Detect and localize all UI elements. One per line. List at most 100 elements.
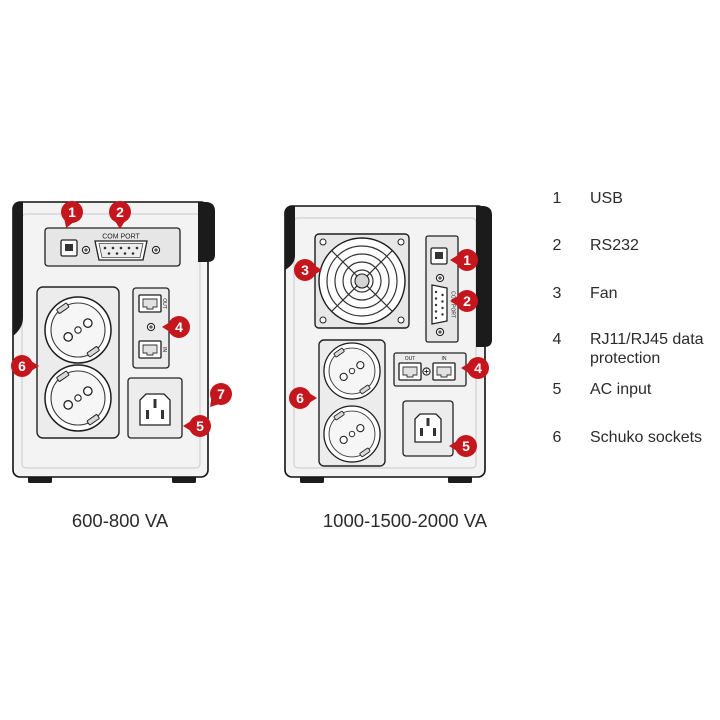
callout-circle (109, 201, 131, 223)
fan-hub (354, 273, 370, 289)
com-port (431, 284, 448, 325)
inlet-pin (146, 410, 149, 419)
callout-number: 3 (301, 262, 309, 278)
schuko-socket-lower (323, 405, 381, 463)
legend-label: AC input (590, 381, 652, 398)
callout-number: 5 (462, 438, 470, 454)
callout-usb: 1 (61, 201, 83, 228)
rj-in-label: IN (161, 347, 167, 352)
rj-protection-panel: OUT IN (393, 352, 467, 387)
com-pin (135, 246, 139, 250)
com-port-pins (103, 246, 139, 255)
com-pin (103, 246, 107, 250)
com-port-label: COM PORT (102, 234, 140, 241)
usb-port-tongue (435, 252, 443, 259)
ac-input (127, 377, 183, 439)
callout-pointer (309, 393, 317, 403)
com-pin (441, 300, 444, 303)
inlet-pin (420, 428, 423, 436)
callout-rs232: 2 (450, 290, 478, 312)
com-pin (434, 310, 438, 313)
com-pin (107, 252, 111, 255)
callout-circle (189, 415, 211, 437)
com-pin (123, 252, 127, 255)
com-pin (127, 246, 131, 250)
com-pin (434, 303, 438, 307)
legend-label: USB (590, 190, 623, 207)
callout-circle (61, 201, 83, 223)
legend-number: 2 (553, 237, 562, 254)
ups-600-800va-rear: COM PORT OUT IN 1 (11, 201, 232, 531)
rj-out-label: OUT (405, 356, 416, 362)
legend-label: Schuko sockets (590, 429, 702, 446)
com-pin (111, 246, 115, 250)
callout-circle (456, 290, 478, 312)
legend-label: RJ11/RJ45 data (590, 331, 704, 348)
callout-circle (294, 259, 316, 281)
callout-circle (168, 316, 190, 338)
legend-label-continued: protection (590, 350, 660, 367)
inlet-earth-pin (426, 418, 430, 426)
callout-pointer (450, 296, 458, 306)
callout-circle (289, 387, 311, 409)
callout-circle (11, 355, 33, 377)
callout-circle (210, 383, 232, 405)
com-port-label: COM PORT (450, 291, 456, 318)
callout-pointer (461, 363, 469, 373)
legend-label: Fan (590, 285, 618, 302)
callout-number: 2 (116, 204, 124, 220)
cooling-fan (314, 233, 410, 329)
device-caption: 600-800 VA (72, 510, 169, 531)
legend-number: 5 (553, 381, 562, 398)
callout-number: 6 (18, 358, 26, 374)
callout-ac-input: 5 (449, 435, 477, 457)
fan-mount-hole (397, 238, 405, 246)
com-pin (434, 316, 438, 320)
rj-port-in (432, 362, 456, 381)
com-pin (131, 252, 135, 255)
usb-port-tongue (65, 244, 73, 251)
inlet-pin (161, 410, 164, 419)
port-plate: COM PORT (425, 235, 459, 343)
usb-port (430, 247, 448, 265)
callout-fan: 3 (294, 259, 322, 281)
callout-number: 1 (463, 252, 471, 268)
com-port (94, 240, 148, 261)
com-pin (441, 313, 444, 316)
callout-number: 7 (217, 386, 225, 402)
legend-number: 4 (553, 331, 562, 348)
com-pin (434, 290, 438, 294)
callout-pointer (115, 221, 125, 229)
device-caption: 1000-1500-2000 VA (323, 510, 488, 531)
com-pin (441, 293, 444, 297)
legend-number: 6 (553, 429, 562, 446)
callout-7: 7 (210, 383, 232, 408)
port-plate: COM PORT (44, 227, 181, 267)
schuko-socket-panel (36, 286, 120, 439)
com-pin (434, 297, 438, 300)
rj-panel-screw (146, 322, 156, 332)
callout-number: 4 (175, 319, 183, 335)
shell-band-right (476, 206, 492, 347)
schuko-socket-lower (44, 364, 112, 432)
inlet-earth-pin (153, 399, 157, 408)
com-port-pins (434, 290, 444, 320)
callout-circle (467, 357, 489, 379)
callout-pointer (449, 441, 457, 451)
plate-screw (435, 327, 445, 337)
legend-number: 3 (553, 285, 562, 302)
legend-item-usb: 1 USB (553, 190, 623, 207)
rj-out-label: OUT (161, 298, 167, 309)
legend-item-rs232: 2 RS232 (553, 237, 639, 254)
rj-panel-screw (422, 367, 431, 376)
legend-item-fan: 3 Fan (553, 285, 618, 302)
com-pin (441, 306, 444, 310)
grille-ring (342, 261, 382, 301)
inlet-pin (433, 428, 436, 436)
callout-usb: 1 (450, 249, 478, 271)
rj-in-label: IN (442, 356, 447, 362)
callout-number: 4 (474, 360, 482, 376)
callout-number: 1 (68, 204, 76, 220)
shell-band-right (198, 202, 215, 262)
plate-screw (151, 245, 161, 255)
